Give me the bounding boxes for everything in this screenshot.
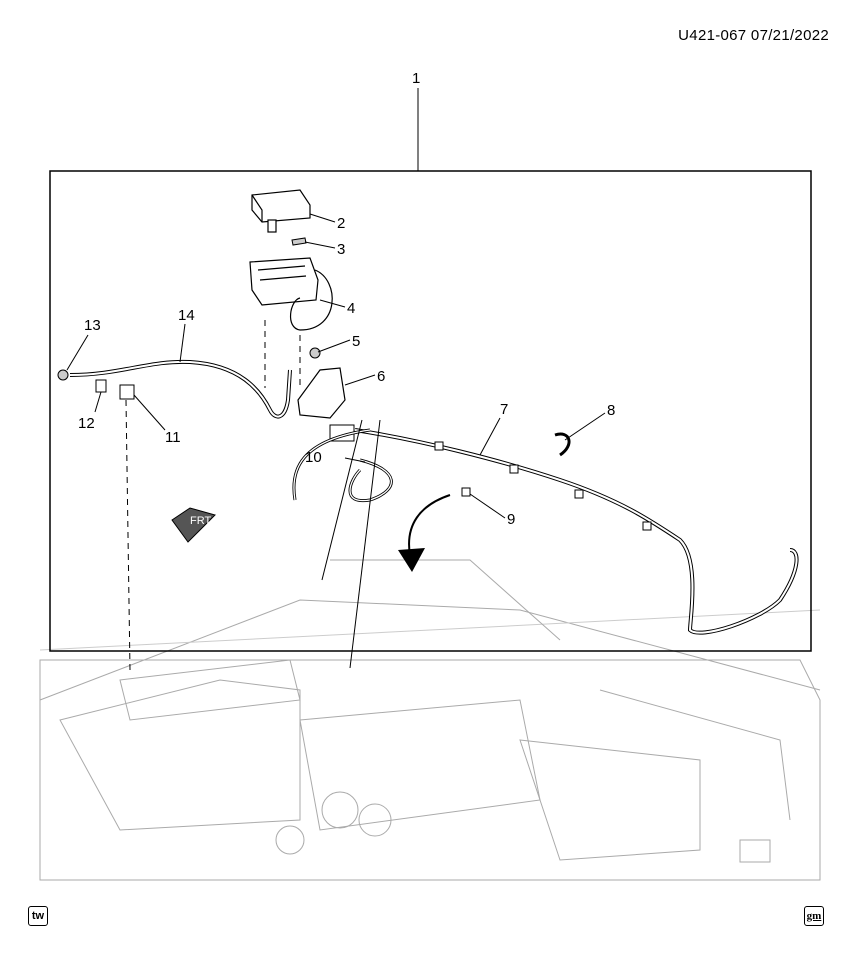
tw-logo-badge: tw	[28, 906, 48, 926]
callout-14: 14	[178, 307, 195, 324]
callout-7: 7	[500, 401, 508, 418]
callout-2: 2	[337, 215, 345, 232]
part-module-cover	[251, 189, 311, 233]
callout-5: 5	[352, 333, 360, 350]
front-direction-arrow: FRT	[171, 507, 216, 543]
part-fuse-block	[249, 257, 333, 331]
callout-1: 1	[412, 70, 420, 87]
callout-12: 12	[78, 415, 95, 432]
installation-arrow	[408, 494, 451, 556]
callout-10: 10	[305, 449, 322, 466]
callout-9: 9	[507, 511, 515, 528]
callout-3: 3	[337, 241, 345, 258]
callout-4: 4	[347, 300, 355, 317]
engine-bay-illustration	[39, 559, 821, 881]
callout-8: 8	[607, 402, 615, 419]
callout-11: 11	[165, 429, 181, 446]
diagram-code: U421-067 07/21/2022	[678, 27, 829, 44]
callout-13: 13	[84, 317, 101, 334]
svg-text:FRT: FRT	[190, 515, 211, 527]
part-wire-harness-main	[354, 428, 799, 635]
detail-frame	[49, 170, 812, 652]
callout-6: 6	[377, 368, 385, 385]
gm-logo-badge: gm	[804, 906, 824, 926]
